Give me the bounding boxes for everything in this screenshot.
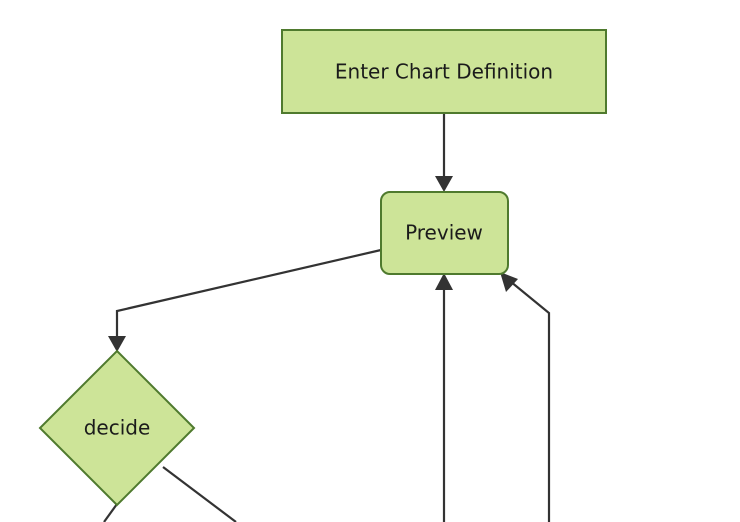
edge-decide-to-offscreen-left: [103, 503, 118, 522]
node-label: Preview: [405, 221, 483, 245]
edge-enter-to-preview: [435, 113, 453, 192]
node-label: Enter Chart Definition: [335, 60, 553, 84]
edge-bottom-center-to-preview: [435, 273, 453, 522]
arrowhead-icon: [435, 176, 453, 192]
edge-decide-to-offscreen-right: [162, 466, 237, 522]
edge-preview-to-decide: [108, 248, 382, 352]
node-rectangle[interactable]: [281, 29, 607, 114]
node-enter-chart-definition[interactable]: Enter Chart Definition: [281, 29, 607, 114]
arrowhead-icon: [500, 272, 518, 292]
node-decide[interactable]: decide: [38, 349, 196, 507]
edge-line: [162, 466, 237, 522]
edge-line: [115, 248, 382, 343]
node-label: decide: [84, 416, 151, 440]
edge-line: [504, 276, 551, 522]
edge-bottom-right-to-preview: [500, 272, 551, 522]
node-layer: Enter Chart Definition Preview decide: [38, 29, 607, 507]
node-diamond[interactable]: [38, 349, 196, 507]
node-preview[interactable]: Preview: [380, 191, 509, 275]
edge-layer: [103, 113, 551, 522]
node-rounded-rectangle[interactable]: [380, 191, 509, 275]
edge-line: [103, 503, 118, 522]
arrowhead-icon: [108, 336, 126, 352]
arrowhead-icon: [435, 273, 453, 290]
